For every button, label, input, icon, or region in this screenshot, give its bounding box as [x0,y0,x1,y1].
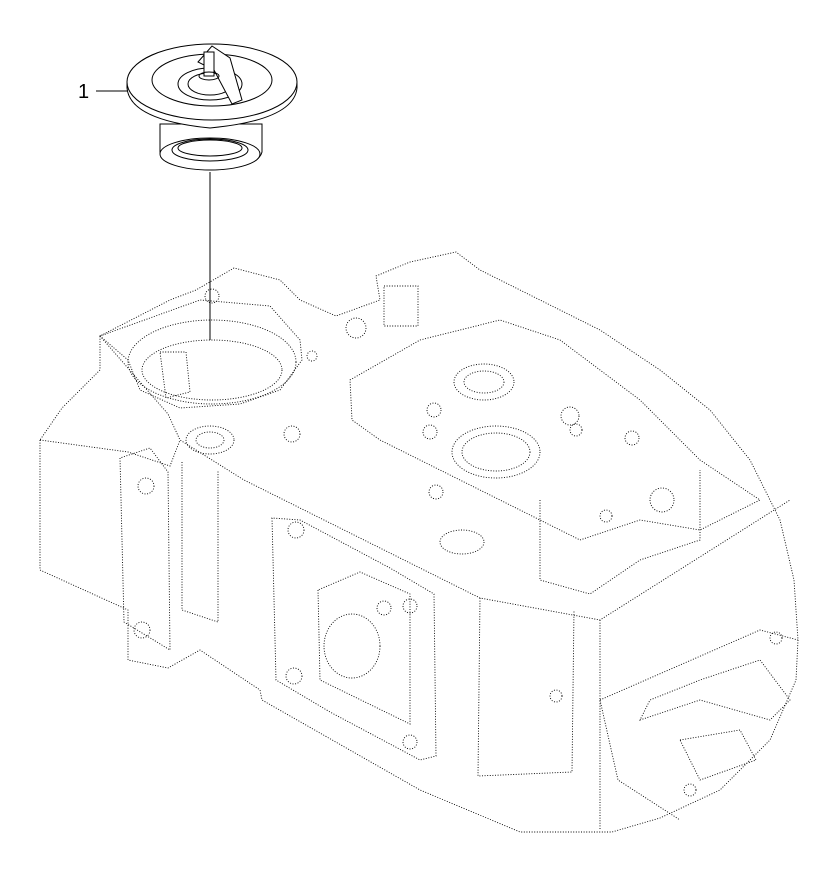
manifold-flange [271,517,437,761]
thermostat-seal-ring [159,137,261,171]
deck-hole-3 [306,350,318,362]
thermostat-bore [141,339,283,401]
valve-deck [349,319,761,541]
front-recess [639,659,791,721]
front-hole-2 [683,783,697,797]
water-port [185,425,235,455]
deck-lug [383,285,419,327]
valve-hole-6 [624,430,640,446]
thermostat-pin-base [198,71,220,81]
flange-bolt-3 [376,600,392,616]
front-hole-3 [769,631,783,645]
manifold-flange-inner [317,571,411,725]
valve-hole-5 [569,423,583,437]
deck-hole-1 [283,425,301,443]
valve-hole-8 [599,509,613,523]
left-bracket [119,447,171,651]
deck-hole-2 [345,317,367,339]
housing-bolt-hole [204,288,220,304]
boss-block [539,470,701,595]
valve-seat-1-inner [463,370,505,394]
thermostat-flange-top [126,43,298,121]
cylinder-head-icon[interactable] [39,251,799,833]
front-hole-1 [549,689,563,703]
callout-1[interactable]: 1 [78,81,127,103]
valve-hole-3 [428,484,444,500]
valve-hole-1 [422,424,438,440]
valve-hole-2 [426,402,442,418]
injector-bore [451,425,541,479]
thermostat-seal-inner [171,138,249,162]
head-left-edge [39,439,181,467]
head-front-panel [477,597,575,777]
callout-number: 1 [78,81,89,103]
left-bracket-hole-lower [133,621,151,639]
thermostat-pin [203,51,215,77]
thermostat-valve [177,139,243,157]
head-outline [39,251,799,833]
manifold-port [323,613,381,679]
valve-hole-4 [560,406,580,426]
thermostat-icon[interactable] [126,43,298,171]
flange-bolt-5 [402,734,418,750]
valve-hole-7 [649,487,675,513]
head-front-step [599,629,799,701]
head-front-lower [599,699,681,821]
thermostat-housing [99,299,303,409]
injector-bore-inner [461,432,531,472]
deck-port [439,529,485,555]
water-port-inner [195,431,225,449]
flange-bolt-2 [285,667,303,685]
left-bracket-hole-upper [137,477,155,495]
thermostat-bore-outer [127,319,297,405]
flange-bolt-4 [402,598,418,614]
valve-seat-1 [453,363,515,401]
front-pocket [679,729,757,781]
flange-bolt-1 [287,521,305,539]
left-pillar [181,462,219,623]
